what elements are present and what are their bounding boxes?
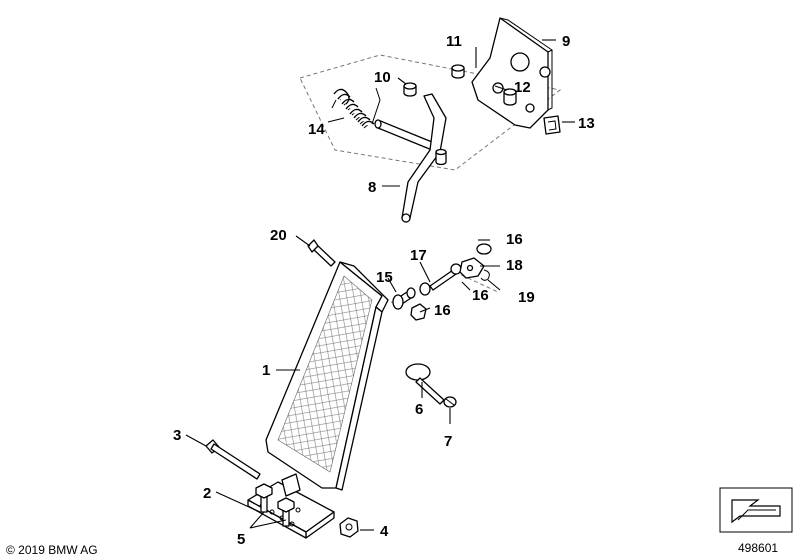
pedal-lever: [374, 93, 447, 223]
copyright-text: © 2019 BMW AG: [6, 543, 98, 557]
callout-16-mid: 16: [472, 287, 489, 304]
pivot-bolt: [392, 287, 416, 310]
ball-joint-linkage: [419, 243, 492, 296]
parts-arrow-icon: [719, 487, 793, 533]
callout-14: 14: [308, 121, 325, 138]
nut-lower: [410, 303, 427, 321]
callouts: 11 9 10 12 13 14 8 20 16 17 18 15 16 19 …: [173, 33, 595, 548]
image-number: 498601: [738, 541, 778, 555]
bolt-20: [307, 239, 336, 267]
accelerator-pedal-plate: [265, 261, 389, 491]
leader-lines: [185, 39, 575, 531]
nut-7: [443, 396, 457, 408]
bolts-5: [255, 483, 295, 527]
callout-20: 20: [270, 227, 287, 244]
callout-1: 1: [262, 362, 270, 379]
callout-13: 13: [578, 115, 595, 132]
nut-4: [339, 517, 359, 538]
small-bushing: [403, 82, 417, 97]
return-spring: [331, 87, 381, 129]
callout-4: 4: [380, 523, 389, 540]
callout-11: 11: [446, 33, 462, 50]
callout-15: 15: [376, 269, 393, 286]
callout-12: 12: [514, 79, 531, 96]
callout-9: 9: [562, 33, 570, 50]
mounting-bracket: [471, 17, 553, 129]
callout-10: 10: [374, 69, 391, 86]
callout-19: 19: [518, 289, 535, 306]
callout-8: 8: [368, 179, 376, 196]
callout-5: 5: [237, 531, 245, 548]
callout-2: 2: [203, 485, 211, 502]
clip: [543, 115, 561, 135]
stop-bolt-6: [405, 363, 445, 405]
callout-17: 17: [410, 247, 427, 264]
callout-16-top: 16: [506, 231, 523, 248]
bushing: [503, 88, 517, 106]
callout-16-low: 16: [434, 302, 451, 319]
long-bolt-3: [205, 439, 261, 480]
callout-7: 7: [444, 433, 452, 450]
callout-3: 3: [173, 427, 181, 444]
cap-nut: [451, 64, 465, 79]
callout-18: 18: [506, 257, 523, 274]
callout-6: 6: [415, 401, 423, 418]
